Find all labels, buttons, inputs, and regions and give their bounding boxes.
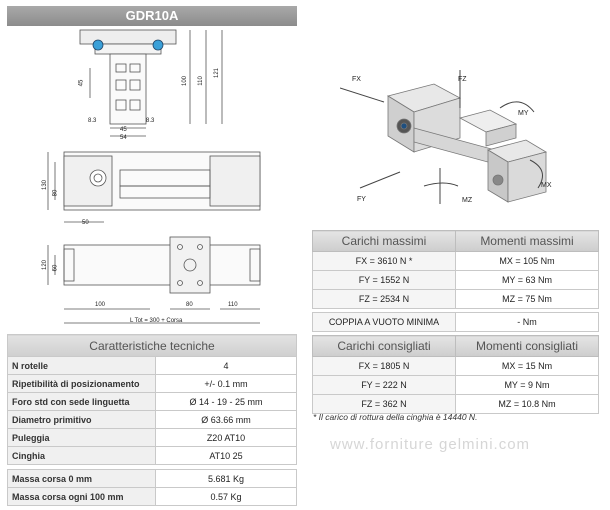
axis-label-fy: FY [357, 196, 366, 203]
load-value: FY = 222 N [312, 375, 456, 395]
axis-label-fx: FX [352, 76, 361, 83]
dim-80-side: 80 [186, 302, 193, 308]
side-view-drawing [47, 236, 261, 324]
dim-110: 110 [197, 76, 204, 86]
spec-label: Puleggia [7, 428, 156, 447]
table-row: Massa corsa ogni 100 mm 0.57 Kg [7, 487, 297, 506]
torque-value: - Nm [455, 312, 599, 332]
torque-table: COPPIA A VUOTO MINIMA - Nm [312, 312, 599, 332]
moment-value: MZ = 10.8 Nm [455, 394, 599, 414]
spec-value: AT10 25 [155, 446, 297, 465]
load-value: FX = 3610 N * [312, 251, 456, 271]
mass-value: 5.681 Kg [155, 469, 297, 488]
table-row: Diametro primitivo Ø 63.66 mm [7, 410, 297, 429]
mass-table: Massa corsa 0 mm 5.681 Kg Massa corsa og… [7, 469, 297, 506]
dim-130: 130 [42, 179, 49, 191]
specs-header: Caratteristiche tecniche [7, 334, 297, 357]
dim-121: 121 [214, 67, 221, 79]
table-row: FY = 222 N MY = 9 Nm [312, 375, 599, 395]
axis-label-mx: MX [541, 182, 552, 189]
table-row: Puleggia Z20 AT10 [7, 428, 297, 447]
load-value: FY = 1552 N [312, 270, 456, 290]
dim-8-3-right: 8.3 [146, 118, 155, 124]
table-row: COPPIA A VUOTO MINIMA - Nm [312, 312, 599, 332]
table-row: Foro std con sede linguetta Ø 14 - 19 - … [7, 392, 297, 411]
torque-label: COPPIA A VUOTO MINIMA [312, 312, 456, 332]
recommended-loads-table: Carichi consigliati Momenti consigliati … [312, 335, 599, 414]
mass-value: 0.57 Kg [155, 487, 297, 506]
watermark: www.forniture gelmini.com [330, 436, 531, 453]
spec-value: 4 [155, 356, 297, 375]
spec-value: Ø 63.66 mm [155, 410, 297, 429]
footnote: * Il carico di rottura della cinghia è 1… [313, 412, 478, 422]
axis-label-my: MY [518, 110, 529, 117]
table-row: Ripetibilità di posizionamento +/- 0.1 m… [7, 374, 297, 393]
dim-100: 100 [182, 75, 189, 87]
dim-45: 45 [78, 79, 85, 87]
product-title: GDR10A [7, 6, 297, 26]
plan-view-drawing [47, 151, 261, 223]
spec-label: N rotelle [7, 356, 156, 375]
spec-label: Foro std con sede linguetta [7, 392, 156, 411]
moment-value: MX = 105 Nm [455, 251, 599, 271]
mass-label: Massa corsa ogni 100 mm [7, 487, 156, 506]
spec-value: +/- 0.1 mm [155, 374, 297, 393]
table-row: FZ = 2534 N MZ = 75 Nm [312, 289, 599, 309]
dim-110-side: 110 [228, 302, 238, 308]
dim-120: 120 [42, 259, 49, 271]
max-loads-table: Carichi massimi Momenti massimi FX = 361… [312, 230, 599, 309]
moment-value: MX = 15 Nm [455, 356, 599, 376]
spec-label: Cinghia [7, 446, 156, 465]
mass-label: Massa corsa 0 mm [7, 469, 156, 488]
axis-label-mz: MZ [462, 197, 473, 204]
dim-45b: 45 [120, 127, 127, 133]
dim-total-length: L Tot = 300 + Corsa [130, 318, 183, 324]
spec-value: Z20 AT10 [155, 428, 297, 447]
dim-60: 60 [52, 264, 59, 272]
load-value: FZ = 362 N [312, 394, 456, 414]
moment-value: MZ = 75 Nm [455, 289, 599, 309]
dim-80-plan: 80 [52, 189, 59, 197]
moment-value: MY = 63 Nm [455, 270, 599, 290]
axis-label-fz: FZ [458, 76, 467, 83]
load-value: FX = 1805 N [312, 356, 456, 376]
max-loads-header: Carichi massimi [312, 230, 456, 252]
cross-section-drawing [79, 29, 223, 137]
moment-value: MY = 9 Nm [455, 375, 599, 395]
table-row: Massa corsa 0 mm 5.681 Kg [7, 469, 297, 488]
spec-label: Diametro primitivo [7, 410, 156, 429]
table-row: FY = 1552 N MY = 63 Nm [312, 270, 599, 290]
max-moments-header: Momenti massimi [455, 230, 599, 252]
specs-table: Caratteristiche tecniche N rotelle 4 Rip… [7, 334, 297, 465]
spec-label: Ripetibilità di posizionamento [7, 374, 156, 393]
table-row: FX = 3610 N * MX = 105 Nm [312, 251, 599, 271]
isometric-illustration [340, 70, 548, 204]
recommended-loads-header: Carichi consigliati [312, 335, 456, 357]
table-row: N rotelle 4 [7, 356, 297, 375]
dim-8-3-left: 8.3 [88, 118, 97, 124]
recommended-moments-header: Momenti consigliati [455, 335, 599, 357]
spec-value: Ø 14 - 19 - 25 mm [155, 392, 297, 411]
dim-50: 50 [82, 220, 89, 226]
dim-100-side: 100 [95, 302, 106, 308]
table-row: FZ = 362 N MZ = 10.8 Nm [312, 394, 599, 414]
table-row: Cinghia AT10 25 [7, 446, 297, 465]
table-row: FX = 1805 N MX = 15 Nm [312, 356, 599, 376]
load-value: FZ = 2534 N [312, 289, 456, 309]
dim-54: 54 [120, 135, 127, 141]
